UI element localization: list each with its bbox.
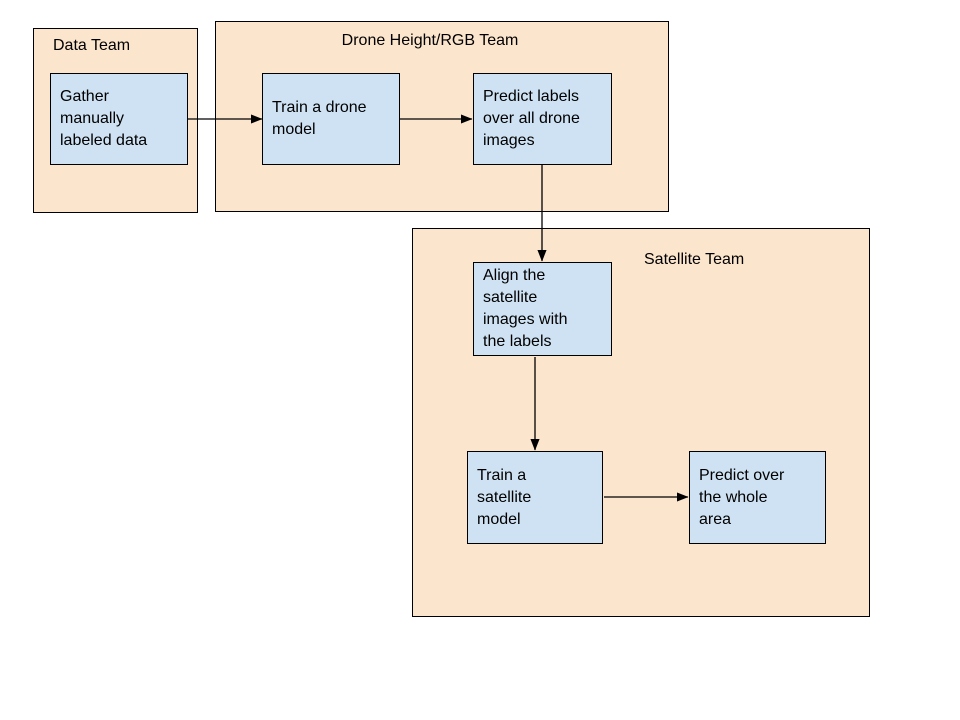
node-gather-labeled-data-label: Gather manually labeled data [60,88,148,149]
group-title-satellite-team: Satellite Team [644,251,745,268]
node-predict-whole-area: Predict over the whole area [689,451,826,544]
node-train-satellite-model-label: Train a satellite model [477,466,532,528]
node-train-drone-model: Train a drone model [262,73,400,165]
node-train-drone-model-label: Train a drone model [272,99,367,138]
group-title-data-team: Data Team [53,37,131,54]
node-gather-labeled-data: Gather manually labeled data [50,73,188,165]
node-predict-drone-labels-label: Predict labels over all drone images [483,88,580,149]
node-predict-drone-labels: Predict labels over all drone images [473,73,612,165]
node-predict-whole-area-label: Predict over the whole area [699,466,785,528]
node-align-satellite-images: Align the satellite images with the labe… [473,262,612,356]
group-title-drone-team: Drone Height/RGB Team [341,32,519,49]
node-align-satellite-images-label: Align the satellite images with the labe… [483,267,568,350]
node-train-satellite-model: Train a satellite model [467,451,603,544]
